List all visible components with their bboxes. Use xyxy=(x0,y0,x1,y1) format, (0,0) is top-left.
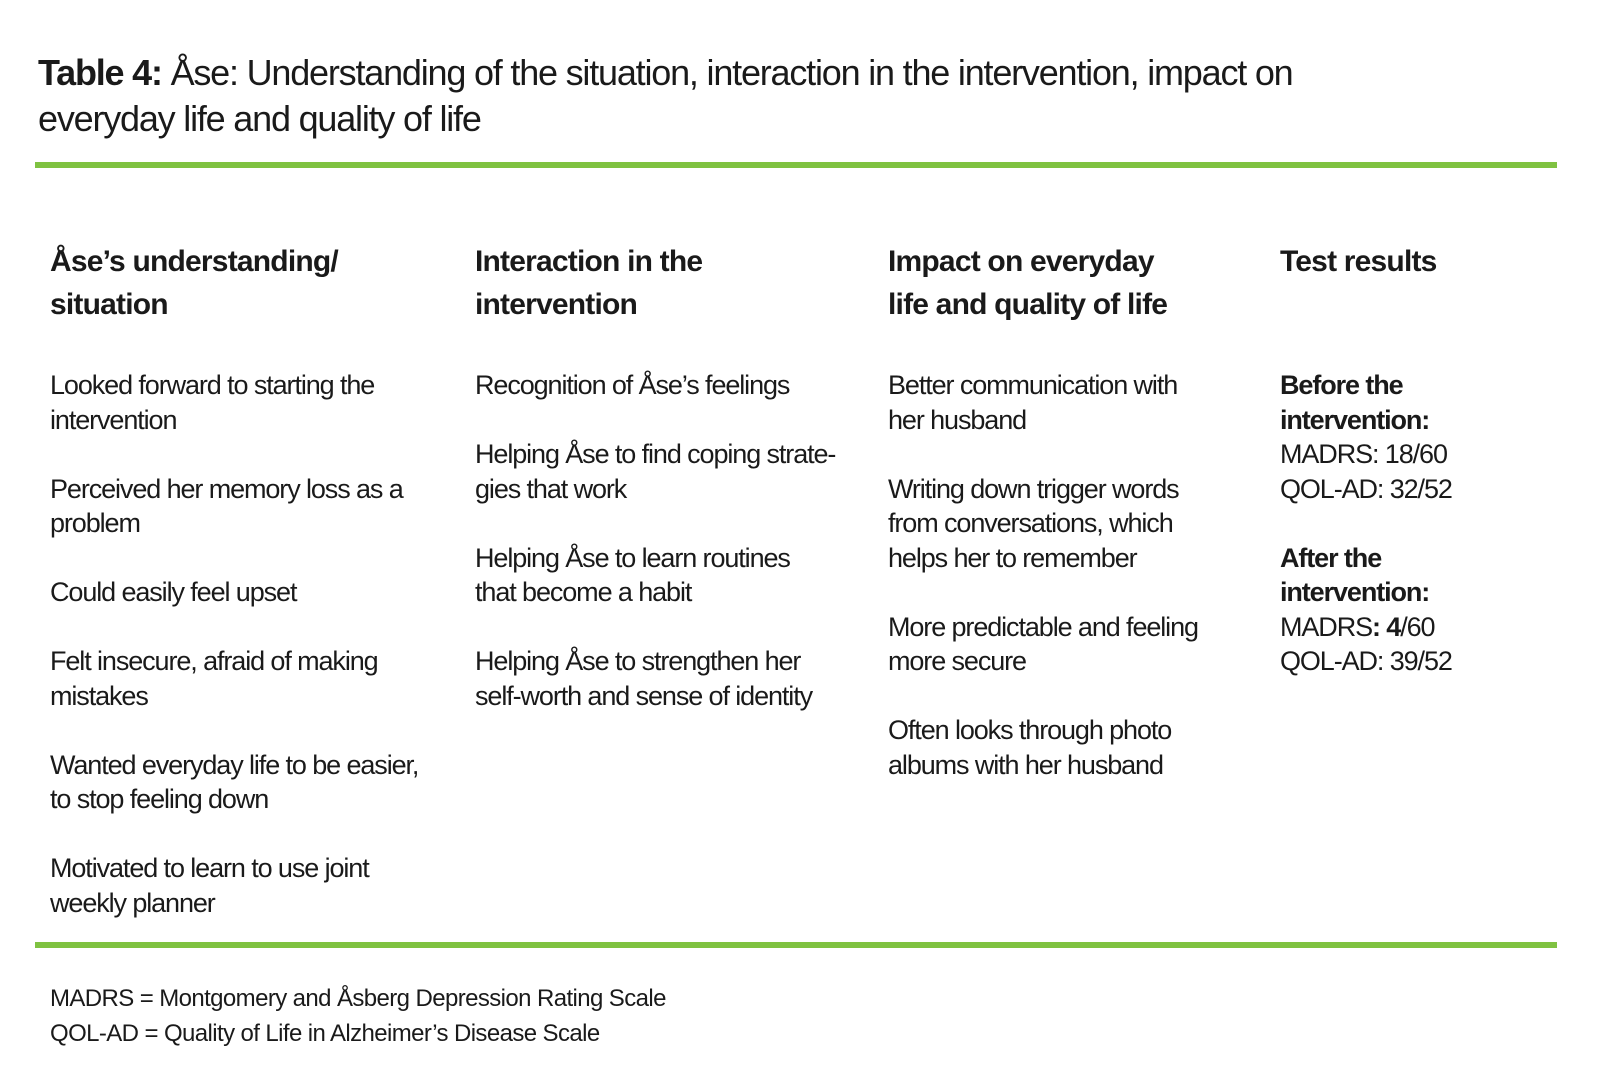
table-cell-paragraph: Better communication with her husband xyxy=(888,370,1178,435)
table-cell-paragraph: Helping Åse to find coping strate- gies … xyxy=(475,439,836,504)
table-cell-paragraph: Perceived her memory loss as a problem xyxy=(50,473,404,539)
column-body-understanding: Looked forward to starting the intervent… xyxy=(50,368,520,920)
test-result-line: MADRS: 4/60 xyxy=(1280,611,1436,642)
divider-top xyxy=(35,162,1557,168)
table-cell-paragraph: Helping Åse to learn routines that becom… xyxy=(475,542,791,608)
table-cell-paragraph: Looked forward to starting the intervent… xyxy=(50,370,375,435)
divider-bottom xyxy=(35,942,1557,948)
table-cell-paragraph: Could easily feel upset xyxy=(50,577,297,607)
column-impact: Impact on everyday life and quality of l… xyxy=(888,240,1288,817)
table-cell-paragraph: Wanted everyday life to be easier, to st… xyxy=(50,749,419,815)
table-cell-paragraph: Recognition of Åse’s feelings xyxy=(475,370,790,400)
table-cell-paragraph: Often looks through photo albums with he… xyxy=(888,715,1172,780)
table-cell-paragraph: Writing down trigger words from conversa… xyxy=(888,473,1180,573)
test-result-bold-value: : 4 xyxy=(1372,611,1401,642)
table-cell-paragraph: Felt insecure, afraid of making mistakes xyxy=(50,646,379,711)
test-result-line: MADRS: 18/60 xyxy=(1280,439,1448,469)
test-result-heading: Before the intervention: xyxy=(1280,370,1430,435)
footnote-madrs: MADRS = Montgomery and Åsberg Depression… xyxy=(50,985,666,1012)
table-caption-label: Table 4: xyxy=(38,52,163,93)
table-cell-paragraph: Helping Åse to strengthen her self-worth… xyxy=(475,646,813,711)
footnote-qolad: QOL-AD = Quality of Life in Alzheimer’s … xyxy=(50,1020,600,1047)
table-cell-paragraph: Motivated to learn to use joint weekly p… xyxy=(50,853,370,918)
test-result-heading: After the intervention: xyxy=(1280,542,1430,608)
table-cell-paragraph: More predictable and feeling more secure xyxy=(888,611,1199,677)
column-header-test-results: Test results xyxy=(1280,245,1437,278)
column-header-understanding: Åse’s understanding/ situation xyxy=(50,245,339,321)
test-result-line: QOL-AD: 39/52 xyxy=(1280,646,1453,676)
test-result-line: QOL-AD: 32/52 xyxy=(1280,473,1453,504)
table-caption-text: Åse: Understanding of the situation, int… xyxy=(38,52,1294,139)
table-caption: Table 4: Åse: Understanding of the situa… xyxy=(38,50,1498,142)
column-header-impact: Impact on everyday life and quality of l… xyxy=(888,245,1168,321)
footnotes: MADRS = Montgomery and Åsberg Depression… xyxy=(50,981,950,1051)
column-header-interaction: Interaction in the intervention xyxy=(475,245,703,321)
